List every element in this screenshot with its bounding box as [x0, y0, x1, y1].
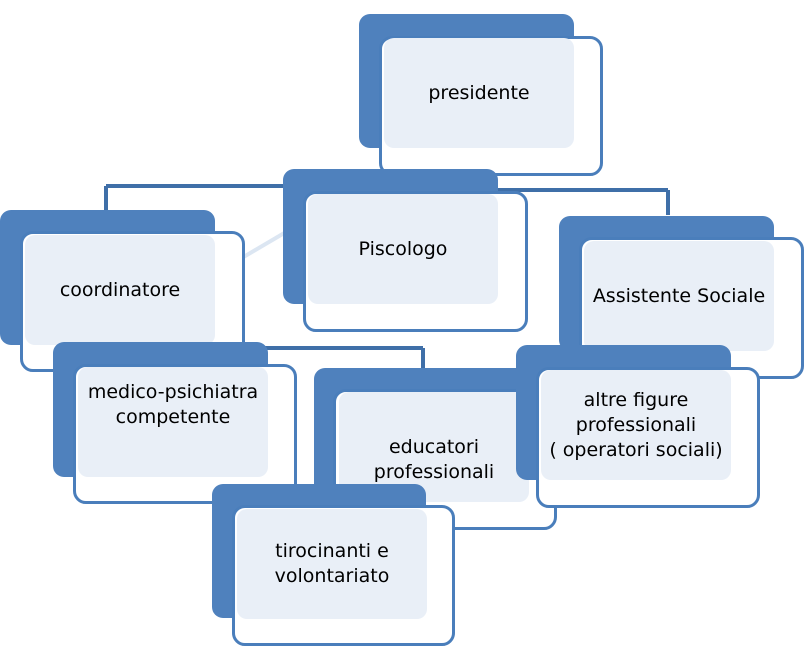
node-psicologo: Piscologo: [283, 169, 528, 332]
node-altre-figure: altre figure professionali ( operatori s…: [516, 345, 760, 508]
node-medico-psichiatra-label: medico-psichiatra competente: [78, 367, 268, 477]
node-medico-psichiatra: medico-psichiatra competente: [53, 342, 297, 504]
node-psicologo-label: Piscologo: [308, 194, 498, 304]
node-tirocinanti: tirocinanti e volontariato: [212, 484, 455, 646]
node-assistente-sociale-label: Assistente Sociale: [584, 241, 774, 351]
node-presidente-label: presidente: [384, 38, 574, 148]
node-altre-figure-label: altre figure professionali ( operatori s…: [541, 370, 731, 480]
node-tirocinanti-label: tirocinanti e volontariato: [237, 509, 427, 619]
node-presidente: presidente: [359, 14, 603, 176]
node-coordinatore-label: coordinatore: [25, 235, 215, 345]
node-educatori-label: educatori professionali: [339, 392, 529, 502]
